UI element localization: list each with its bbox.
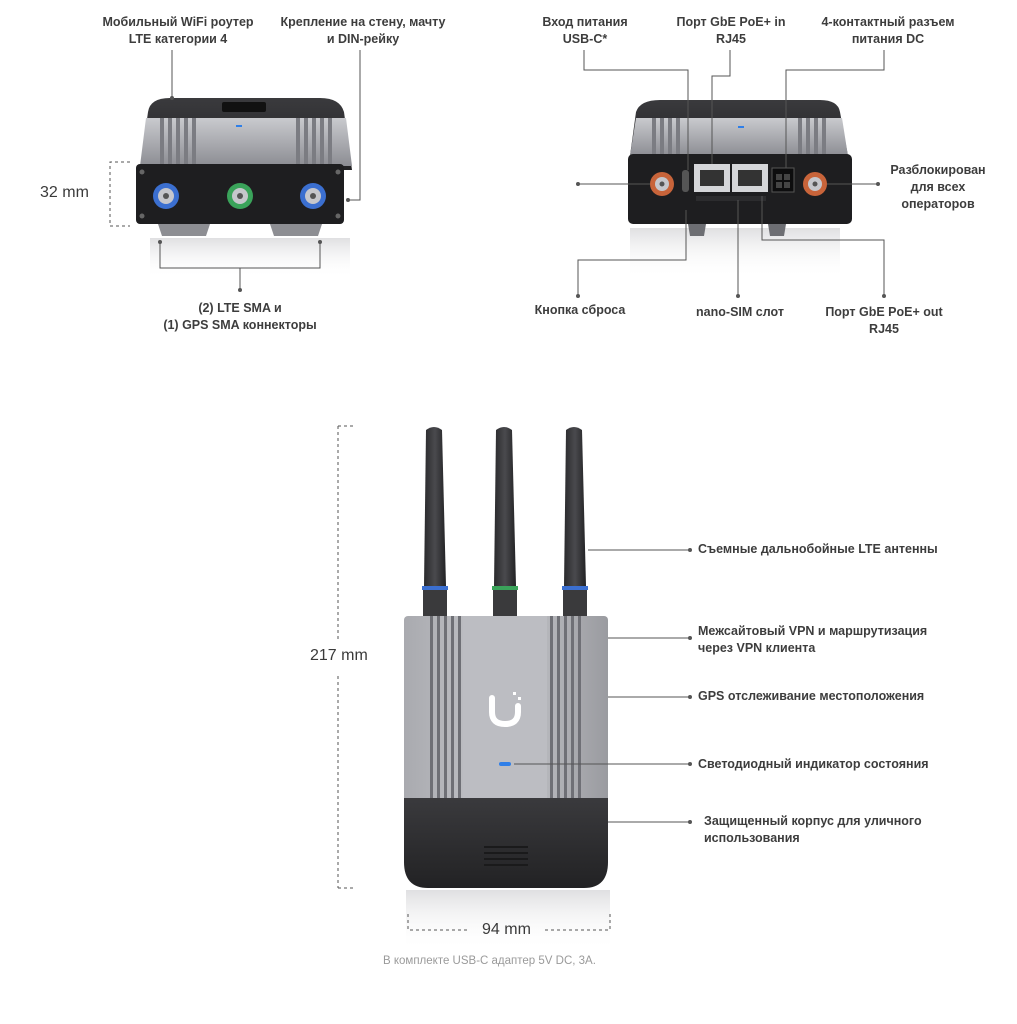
feature-gps: GPS отслеживание местоположения [698, 689, 925, 703]
antenna-right-icon [562, 427, 588, 618]
label-reset: Кнопка сброса [534, 303, 626, 317]
usb-c-port-icon [682, 170, 689, 192]
package-note: В комплекте USB-C адаптер 5V DC, 3A. [383, 955, 596, 967]
rj45-poe-in-icon [694, 164, 730, 192]
dc-power-connector-icon [771, 167, 795, 193]
sma-lte-aux-icon [300, 183, 326, 209]
leaders-bottom [337, 425, 690, 931]
label-dc: 4-контактный разъем питания DC [821, 15, 955, 46]
label-sim: nano-SIM слот [696, 305, 784, 319]
label-poe-out: Порт GbE PoE+ out RJ45 [825, 305, 943, 336]
label-unlocked: Разблокирован для всех операторов [890, 163, 986, 211]
router-front-view [136, 98, 352, 278]
dim-height-small: 32 mm [40, 184, 89, 201]
label-router: Мобильный WiFi роутер LTE категории 4 [102, 15, 254, 46]
dim-height-large: 217 mm [310, 647, 368, 664]
router-with-antennas [404, 427, 610, 950]
feature-vpn: Межсайтовый VPN и маршрутизация через VP… [698, 624, 928, 655]
leaders-top-right [577, 50, 885, 296]
sma-lte-main-icon [153, 183, 179, 209]
ubiquiti-logo-icon [489, 692, 521, 728]
sim-slot-icon [696, 196, 766, 201]
label-poe-in: Порт GbE PoE+ in RJ45 [676, 15, 786, 46]
sma-gps-icon [227, 183, 253, 209]
antenna-left-icon [422, 427, 448, 618]
status-led-icon [499, 762, 511, 766]
label-usbc: Вход питания USB-C* [542, 15, 628, 46]
label-connectors: (2) LTE SMA и (1) GPS SMA коннекторы [163, 301, 317, 332]
sma-wifi2-icon [803, 172, 827, 196]
rj45-poe-out-icon [732, 164, 768, 192]
sma-wifi1-icon [650, 172, 674, 196]
leader-dots [158, 96, 886, 824]
router-rear-view [628, 100, 852, 278]
dim-width: 94 mm [482, 921, 531, 938]
feature-led: Светодиодный индикатор состояния [698, 757, 929, 771]
feature-antennas: Съемные дальнобойные LTE антенны [698, 542, 938, 556]
antenna-center-icon [492, 427, 518, 618]
feature-case: Защищенный корпус для уличного использов… [704, 814, 922, 845]
leaders-top-left [109, 50, 361, 290]
label-mount: Крепление на стену, мачту и DIN-рейку [280, 15, 446, 46]
